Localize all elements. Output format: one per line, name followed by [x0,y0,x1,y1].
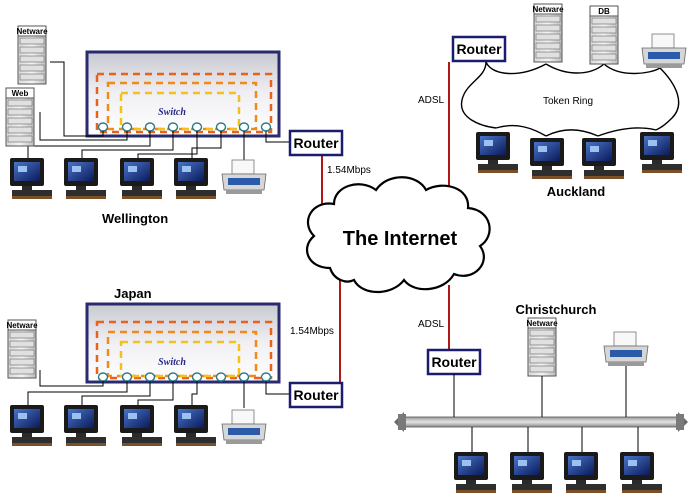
router-auckland: Router [451,35,507,63]
workstation [510,452,552,493]
server-christchurch-netware: Netware [526,317,558,377]
server-auckland-netware: Netware [532,3,564,63]
workstation [620,452,662,493]
svg-text:Router: Router [431,354,477,370]
printer [221,159,267,195]
printer [221,409,267,445]
server-japan-netware: Netware [6,319,38,379]
svg-text:DB: DB [598,7,610,16]
site-japan: Japan Switch Netware [6,286,344,446]
site-wellington: Switch Netware Web [5,25,371,226]
server-wellington-netware: Netware [16,25,48,85]
token-ring-label: Token Ring [543,96,593,107]
switch-label: Switch [158,107,186,118]
site-christchurch: Christchurch ADSL Router Netware [394,302,688,493]
workstation [120,158,162,199]
svg-text:Netware: Netware [526,319,558,328]
link-type-christchurch: ADSL [418,319,445,330]
svg-text:Router: Router [293,135,339,151]
workstation [174,158,216,199]
printer [603,331,649,367]
workstation [10,405,52,446]
token-ring [460,61,680,137]
router-christchurch: Router [426,348,482,376]
link-speed-japan: 1.54Mbps [290,326,334,337]
site-label-wellington: Wellington [102,211,168,226]
site-auckland: Router ADSL Token Ring Netware DB Auckla… [418,3,687,199]
switch-label: Switch [158,357,186,368]
router-japan: Router [288,381,344,409]
workstation [120,405,162,446]
site-label-christchurch: Christchurch [516,302,597,317]
switch-wellington: Switch [85,50,281,138]
workstation [476,132,518,173]
site-label-japan: Japan [114,286,152,301]
server-wellington-web: Web [5,87,35,147]
workstation [64,158,106,199]
workstation [640,132,682,173]
server-auckland-db: DB [589,5,619,65]
wan-links [321,62,450,382]
ethernet-bus [394,412,688,432]
internet-cloud: The Internet [306,176,491,293]
svg-text:Router: Router [456,41,502,57]
printer [641,33,687,69]
workstation [174,405,216,446]
svg-text:Netware: Netware [6,321,38,330]
workstation [530,138,572,179]
workstation [10,158,52,199]
workstation [582,138,624,179]
svg-text:Router: Router [293,387,339,403]
link-speed-wellington: 1.54Mbps [327,165,371,176]
svg-text:Netware: Netware [16,27,48,36]
router-wellington: Router [288,129,344,157]
workstation [64,405,106,446]
internet-label: The Internet [343,228,458,250]
svg-text:Web: Web [12,89,29,98]
site-label-auckland: Auckland [547,184,606,199]
svg-text:Netware: Netware [532,5,564,14]
link-type-auckland: ADSL [418,95,445,106]
workstation [564,452,606,493]
workstation [454,452,496,493]
switch-japan: Switch [85,302,281,384]
